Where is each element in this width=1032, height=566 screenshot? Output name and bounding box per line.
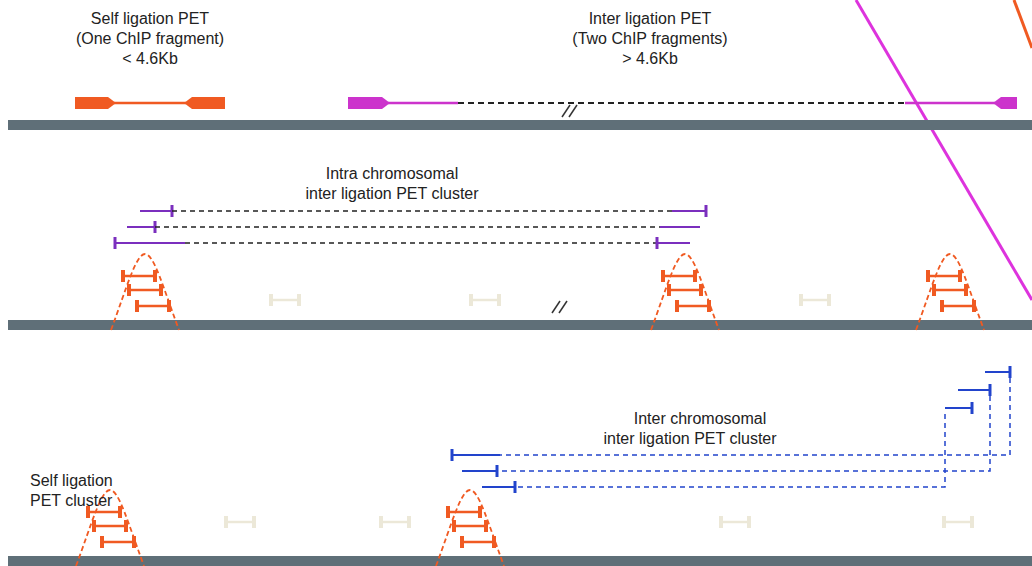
inter-ligation-pet [348,97,1017,109]
chromosome-bar [8,556,1032,566]
background-pets [224,294,974,528]
pet-label: (One ChIP fragment) [76,30,224,48]
crop-line [856,0,1032,300]
size-label: < 4.6Kb [122,50,178,68]
self-ligation-pet [75,97,225,109]
cluster-label: inter ligation PET cluster [305,185,478,203]
cluster-label: PET cluster [30,492,112,510]
pet-label: Self ligation PET [91,10,209,28]
cluster-label: inter ligation PET cluster [603,430,776,448]
cluster-label: Self ligation [30,472,113,490]
break-mark [552,105,577,313]
crop-line [1014,0,1032,48]
inter-cluster-reads [452,366,1010,493]
self-ligation-cluster [76,254,984,566]
chromosome-bar [8,120,1032,130]
pet-label: Inter ligation PET [589,10,712,28]
intra-cluster-reads [115,205,706,249]
size-label: > 4.6Kb [622,50,678,68]
chromosome-bar [8,320,1032,330]
pet-label: (Two ChIP fragments) [572,30,727,48]
cluster-label: Inter chromosomal [634,410,767,428]
cluster-label: Intra chromosomal [326,165,459,183]
